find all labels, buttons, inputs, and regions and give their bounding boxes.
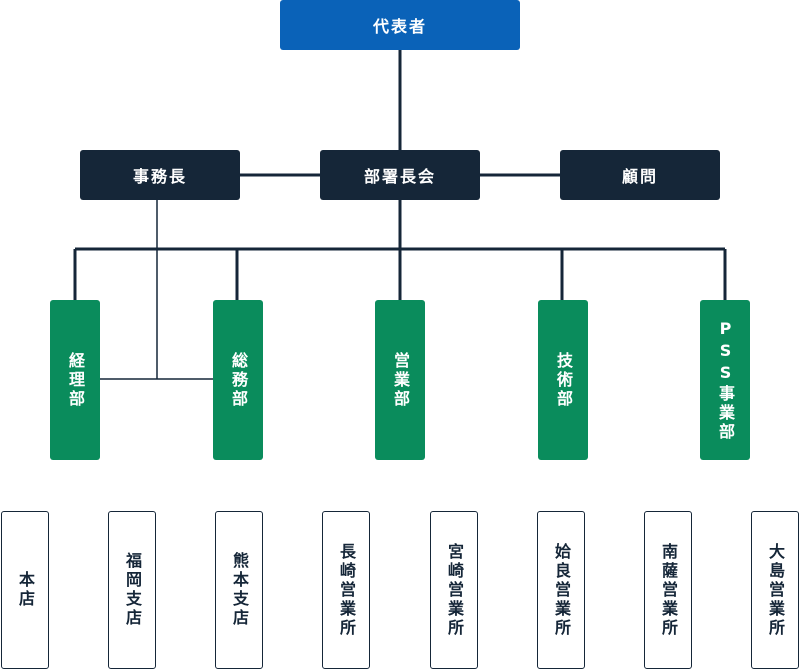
representative-box: 代表者 (280, 0, 520, 50)
office-box-aira: 姶良営業所 (537, 511, 585, 669)
advisor-label: 顧問 (621, 167, 658, 186)
office-label: 福岡支店 (123, 552, 142, 628)
office-label: 熊本支店 (230, 552, 249, 628)
office-box-oshima: 大島営業所 (751, 511, 799, 669)
department-label: 総務部 (229, 351, 248, 409)
office-label: 南薩営業所 (659, 542, 678, 638)
department-box-pss: PSS事業部 (700, 300, 750, 460)
office-label: 長崎営業所 (337, 542, 356, 638)
office-box-nansatsu: 南薩営業所 (644, 511, 692, 669)
representative-label: 代表者 (372, 17, 427, 36)
department-box-accounting: 経理部 (50, 300, 100, 460)
department-label: 営業部 (391, 351, 410, 409)
department-heads-council-box: 部署長会 (320, 150, 480, 200)
department-box-sales: 営業部 (375, 300, 425, 460)
department-label: 経理部 (66, 351, 85, 409)
office-label: 姶良営業所 (552, 542, 571, 638)
advisor-box: 顧問 (560, 150, 720, 200)
department-box-technical: 技術部 (538, 300, 588, 460)
secretary-general-label: 事務長 (132, 167, 187, 186)
office-label: 大島営業所 (766, 542, 785, 638)
department-box-general-affairs: 総務部 (213, 300, 263, 460)
department-label: PSS事業部 (716, 318, 735, 442)
office-box-fukuoka: 福岡支店 (108, 511, 156, 669)
department-label: 技術部 (554, 351, 573, 409)
office-label: 本店 (16, 571, 35, 609)
office-label: 宮崎営業所 (445, 542, 464, 638)
office-box-nagasaki: 長崎営業所 (322, 511, 370, 669)
office-box-miyazaki: 宮崎営業所 (430, 511, 478, 669)
office-box-head-office: 本店 (1, 511, 49, 669)
secretary-general-box: 事務長 (80, 150, 240, 200)
office-box-kumamoto: 熊本支店 (215, 511, 263, 669)
department-heads-council-label: 部署長会 (363, 167, 436, 186)
